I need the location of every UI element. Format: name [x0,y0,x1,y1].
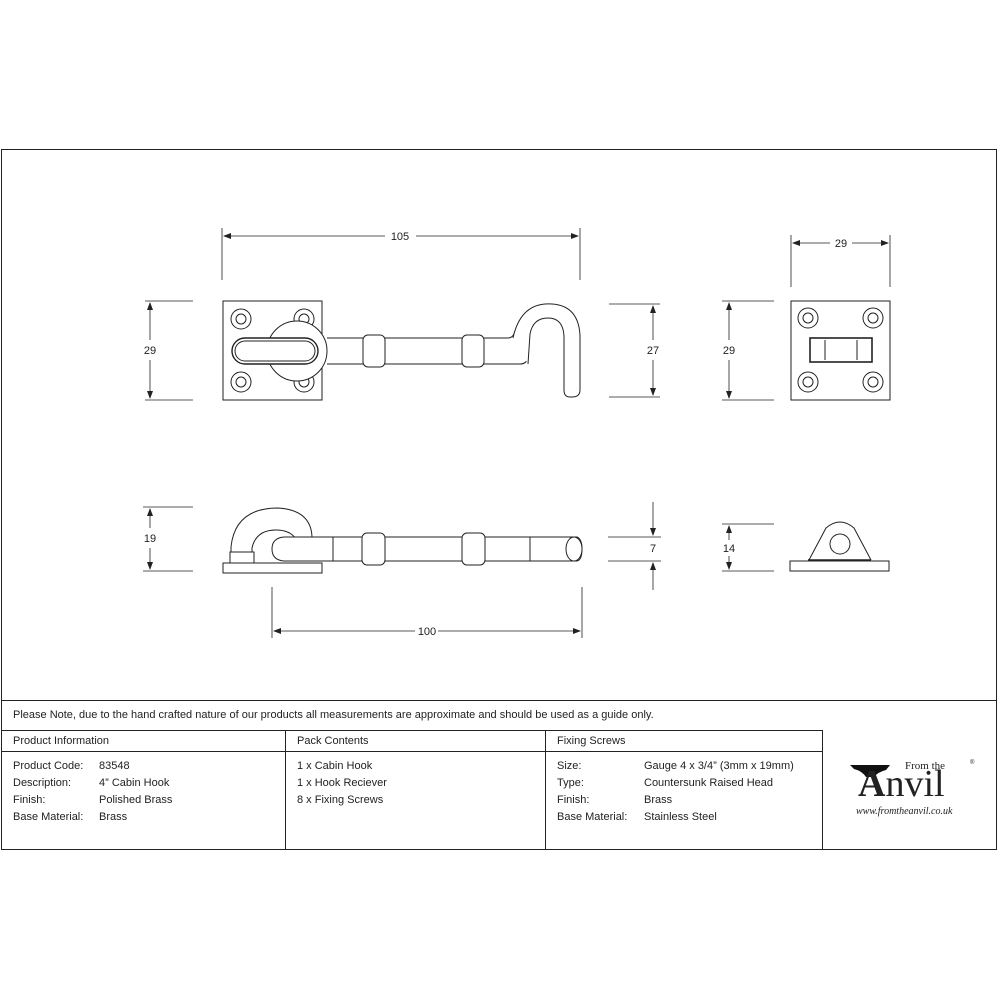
label: Finish: [13,794,46,806]
registered-mark: ® [970,760,975,766]
label: Description: [13,777,72,789]
divider [1,730,823,731]
pack-item: 1 x Hook Reciever [297,777,387,789]
anvil-icon [850,765,890,777]
base-material-value: Brass [99,811,128,823]
finish-value: Polished Brass [99,794,173,806]
label: Type: [557,777,584,789]
label: Finish: [557,794,590,806]
screw-material-value: Stainless Steel [644,811,717,823]
logo-letter-a: A [858,763,886,805]
dim-29-hook: 29 [144,345,156,357]
label: Size: [557,760,582,772]
product-code-value: 83548 [99,760,130,772]
dim-27: 27 [647,345,659,357]
pack-item: 1 x Cabin Hook [297,760,373,772]
dim-29-receiver-width: 29 [835,238,847,250]
hook-side-view [143,502,661,638]
label: Base Material: [557,811,628,823]
pack-contents-title: Pack Contents [297,735,369,747]
divider [545,730,546,850]
fixing-screws-title: Fixing Screws [557,735,626,747]
divider [1,751,823,752]
dim-105: 105 [391,231,409,243]
label: Product Code: [13,760,84,772]
logo-letters: nvil [885,763,945,805]
logo-from-the: From the [905,760,946,772]
screw-finish-value: Brass [644,794,673,806]
receiver-side-view [722,521,890,572]
description-value: 4” Cabin Hook [99,777,170,789]
screw-type-value: Countersunk Raised Head [644,777,774,789]
dim-100: 100 [418,626,436,638]
dim-19: 19 [144,533,156,545]
logo-wordmark: Anvil [858,764,945,804]
drawing-frame [1,149,997,850]
divider [285,730,286,850]
receiver-top-view [722,235,891,401]
dim-29-receiver-height: 29 [723,345,735,357]
dim-7: 7 [650,543,656,555]
from-the-anvil-logo: From the ® Anvil www.fromtheanvil.co.uk [848,760,978,822]
measurement-note: Please Note, due to the hand crafted nat… [13,709,654,721]
logo-url: www.fromtheanvil.co.uk [856,806,953,817]
dim-14: 14 [723,543,735,555]
divider [822,730,823,850]
pack-item: 8 x Fixing Screws [297,794,384,806]
label: Base Material: [13,811,84,823]
hook-top-view [145,228,660,401]
screw-size-value: Gauge 4 x 3/4” (3mm x 19mm) [644,760,794,772]
divider [1,700,997,701]
product-info-title: Product Information [13,735,109,747]
